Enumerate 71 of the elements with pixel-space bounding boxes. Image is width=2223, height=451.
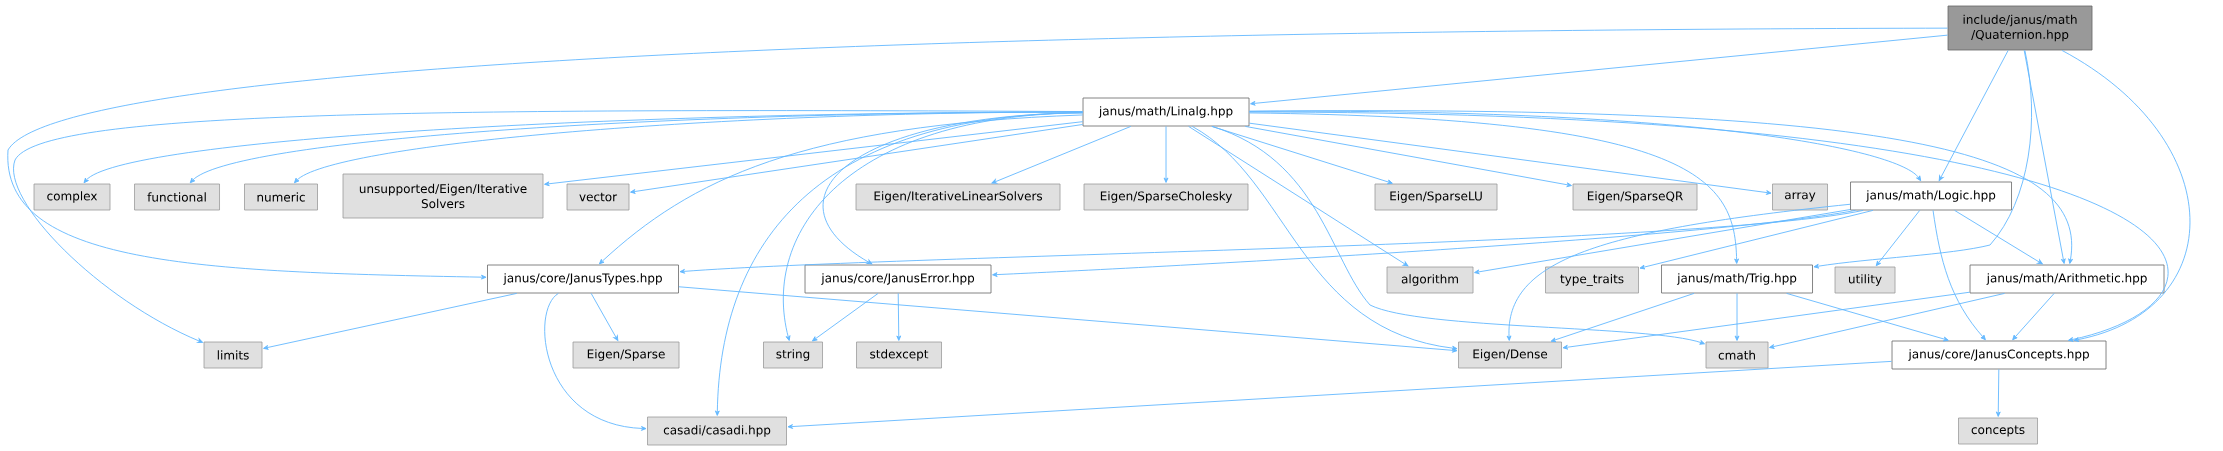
arrow — [812, 292, 879, 342]
arrow — [1875, 209, 1921, 267]
arrow — [598, 114, 1084, 265]
arrow — [714, 112, 1084, 416]
file-box: janus/core/JanusError.hpp — [804, 264, 992, 294]
arrow — [630, 124, 1084, 194]
file-box: janus/math/Arithmetic.hpp — [1969, 264, 2165, 294]
file-box: casadi/casadi.hpp — [647, 416, 787, 446]
file-box: array — [1772, 183, 1828, 211]
arrow — [544, 292, 647, 431]
arrow — [1639, 209, 1874, 270]
arrow — [991, 125, 1132, 184]
arrow — [544, 121, 1084, 187]
file-box: Eigen/IterativeLinearSolvers — [855, 183, 1061, 211]
arrow — [896, 292, 902, 341]
arrow — [1734, 292, 1740, 341]
arrow — [1244, 125, 1572, 188]
arrow — [1550, 292, 1695, 343]
file-box: numeric — [244, 183, 318, 211]
arrow — [679, 209, 1864, 274]
arrow — [1211, 125, 1705, 345]
arrow — [1250, 34, 1949, 106]
arrow — [1248, 112, 1739, 264]
file-box: janus/core/JanusTypes.hpp — [487, 264, 679, 294]
arrow — [1786, 292, 1949, 342]
file-box: cmath — [1705, 341, 1769, 369]
arrow — [1163, 125, 1169, 183]
arrow — [1813, 49, 2032, 269]
arrow — [992, 209, 1856, 277]
arrow — [263, 292, 518, 350]
file-box: string — [763, 341, 823, 369]
file-box: janus/core/JanusConcepts.hpp — [1891, 340, 2107, 370]
file-box: algorithm — [1386, 266, 1474, 294]
file-box: utility — [1834, 266, 1896, 294]
file-box: complex — [33, 183, 111, 211]
file-box: Eigen/SparseQR — [1572, 183, 1698, 211]
file-box: unsupported/Eigen/Iterative Solvers — [342, 173, 544, 219]
arrow — [1248, 122, 1772, 195]
arrow — [1474, 209, 1851, 275]
arrow — [1562, 291, 1971, 350]
file-box: Eigen/SparseCholesky — [1083, 183, 1249, 211]
file-box: type_traits — [1545, 266, 1639, 294]
arrow — [1506, 203, 1851, 341]
arrow — [590, 292, 619, 342]
arrow — [2023, 49, 2066, 264]
arrow — [7, 27, 1949, 280]
arrow — [678, 286, 1458, 353]
arrow — [1995, 368, 2001, 417]
file-box: Eigen/Dense — [1458, 341, 1562, 369]
file-box: include/janus/math /Quaternion.hpp — [1947, 5, 2093, 51]
file-box: janus/math/Logic.hpp — [1850, 181, 2012, 211]
arrow — [2061, 49, 2191, 342]
file-box: vector — [566, 183, 630, 211]
arrow — [1938, 49, 2009, 182]
arrow — [1769, 292, 2005, 349]
arrow — [1932, 209, 1986, 341]
arrow — [1191, 125, 1458, 351]
arrow — [787, 360, 1893, 429]
file-box: functional — [134, 183, 220, 211]
file-box: janus/math/Trig.hpp — [1661, 264, 1813, 294]
file-box: concepts — [1958, 417, 2038, 445]
arrow — [1188, 125, 1409, 267]
arrow — [13, 110, 1084, 343]
arrow — [1954, 209, 2043, 265]
file-box: janus/math/Linalg.hpp — [1082, 97, 1250, 127]
arrow — [1248, 111, 2168, 342]
file-box: stdexcept — [856, 341, 942, 369]
file-box: Eigen/SparseLU — [1374, 183, 1498, 211]
file-box: Eigen/Sparse — [572, 341, 680, 369]
file-box: limits — [203, 341, 263, 369]
arrow — [2012, 292, 2055, 341]
